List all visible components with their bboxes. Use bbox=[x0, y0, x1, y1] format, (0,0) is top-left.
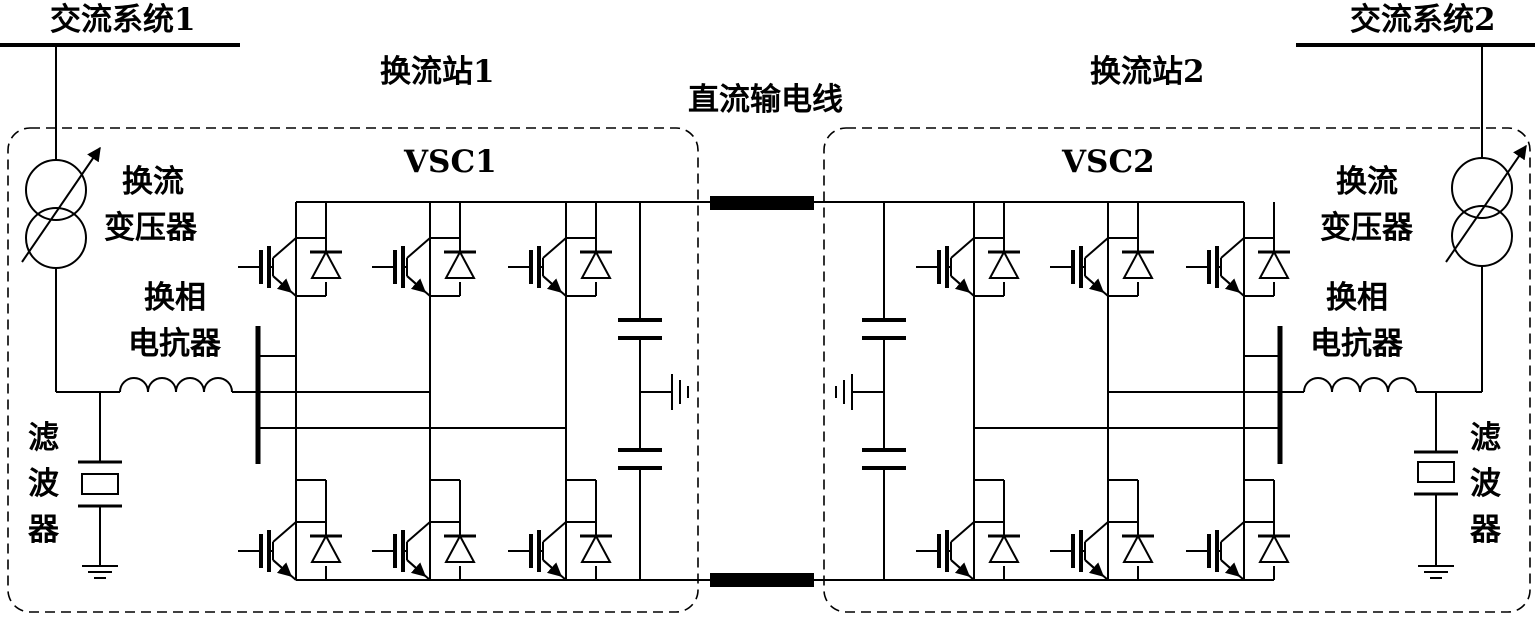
phase-reactor-1 bbox=[56, 377, 258, 393]
filter-2-label-c: 器 bbox=[1469, 512, 1502, 548]
filter-1-label-c: 器 bbox=[27, 512, 60, 548]
reactor-2-label-b: 电抗器 bbox=[1310, 326, 1404, 362]
vsc-2-label: VSC2 bbox=[1061, 144, 1155, 180]
station-2-label: 换流站2 bbox=[1090, 54, 1205, 90]
transformer-1-label-b: 变压器 bbox=[104, 210, 198, 246]
dc-capacitor-1 bbox=[618, 202, 689, 580]
dc-capacitor-2 bbox=[830, 201, 1244, 581]
dc-transmission-line bbox=[698, 196, 830, 587]
transformer-2-label-b: 变压器 bbox=[1320, 210, 1414, 246]
station-1-label: 换流站1 bbox=[380, 54, 495, 90]
phase-reactor-2 bbox=[1280, 377, 1482, 393]
vsc-2-bridge bbox=[916, 202, 1290, 580]
converter-transformer-2 bbox=[1445, 45, 1527, 392]
transformer-2-label-a: 换流 bbox=[1336, 164, 1398, 200]
reactor-2-label-a: 换相 bbox=[1326, 280, 1388, 316]
ac-filter-2 bbox=[1414, 392, 1458, 579]
dc-line-label: 直流输电线 bbox=[688, 82, 843, 118]
filter-1-label-b: 波 bbox=[28, 466, 59, 502]
station-2-boundary bbox=[823, 127, 1531, 613]
converter-transformer-1 bbox=[21, 146, 101, 392]
ac-bus-1 bbox=[0, 43, 240, 160]
filter-1-label-a: 滤 bbox=[28, 420, 59, 456]
station-1-boundary bbox=[7, 127, 699, 613]
transformer-1-label-a: 换流 bbox=[122, 164, 184, 200]
reactor-1-label-a: 换相 bbox=[144, 280, 206, 316]
ac-system-2-label: 交流系统2 bbox=[1350, 2, 1496, 38]
ac-filter-1 bbox=[78, 392, 122, 579]
filter-2-label-a: 滤 bbox=[1470, 420, 1501, 456]
vsc-1-label: VSC1 bbox=[403, 144, 497, 180]
ac-system-1-label: 交流系统1 bbox=[50, 2, 196, 38]
reactor-1-label-b: 电抗器 bbox=[128, 326, 222, 362]
filter-2-label-b: 波 bbox=[1470, 466, 1501, 502]
